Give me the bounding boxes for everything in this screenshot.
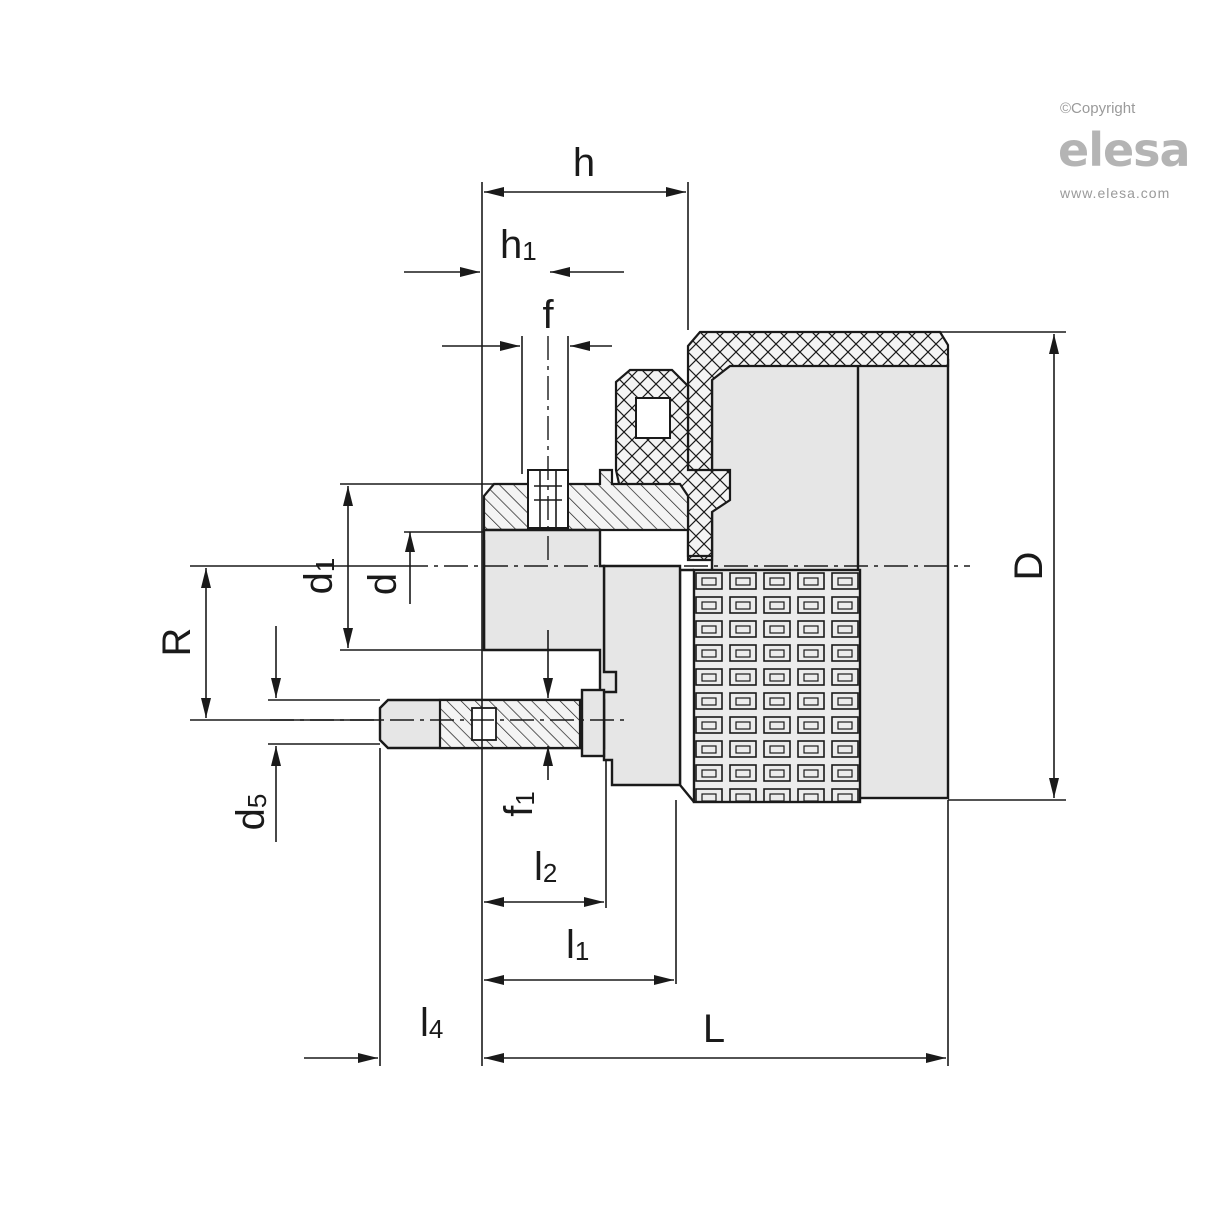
- copyright-notice: ©Copyright: [1060, 100, 1136, 117]
- label-l1: l1: [566, 923, 589, 967]
- cap-rim-section: [686, 330, 950, 562]
- knurled-grip: [692, 568, 862, 804]
- label-big-d: D: [1007, 552, 1051, 581]
- brand-logo: elesa: [1058, 123, 1190, 177]
- pin-hole: [471, 707, 497, 741]
- bore-region: [482, 528, 618, 694]
- copyright-logo: ©Copyright elesa www.elesa.com: [1058, 100, 1191, 201]
- hub-slot: [635, 397, 671, 439]
- label-d5: d5: [229, 794, 273, 831]
- knob-body: [378, 330, 950, 804]
- label-d1: d1: [297, 558, 341, 595]
- label-f1: f1: [497, 791, 541, 817]
- pin-threaded-section: [438, 698, 582, 750]
- label-d: d: [361, 573, 405, 595]
- dimension-lines: [201, 187, 1059, 1063]
- label-l4: l4: [420, 1001, 443, 1045]
- website-text: www.elesa.com: [1059, 185, 1170, 201]
- pin-nut: [580, 688, 606, 758]
- label-h: h: [573, 141, 595, 185]
- inner-hub: [602, 564, 682, 787]
- label-l2: l2: [534, 845, 557, 889]
- dimension-labels: h h1 f d1 d R d5 f1 D l2 l1 l4 L: [155, 141, 1051, 1051]
- extension-lines: [190, 182, 1066, 1066]
- grip-edge: [678, 568, 695, 803]
- label-big-l: L: [703, 1007, 725, 1051]
- label-h1: h1: [500, 223, 537, 267]
- label-r: R: [155, 628, 199, 657]
- label-f: f: [542, 293, 554, 337]
